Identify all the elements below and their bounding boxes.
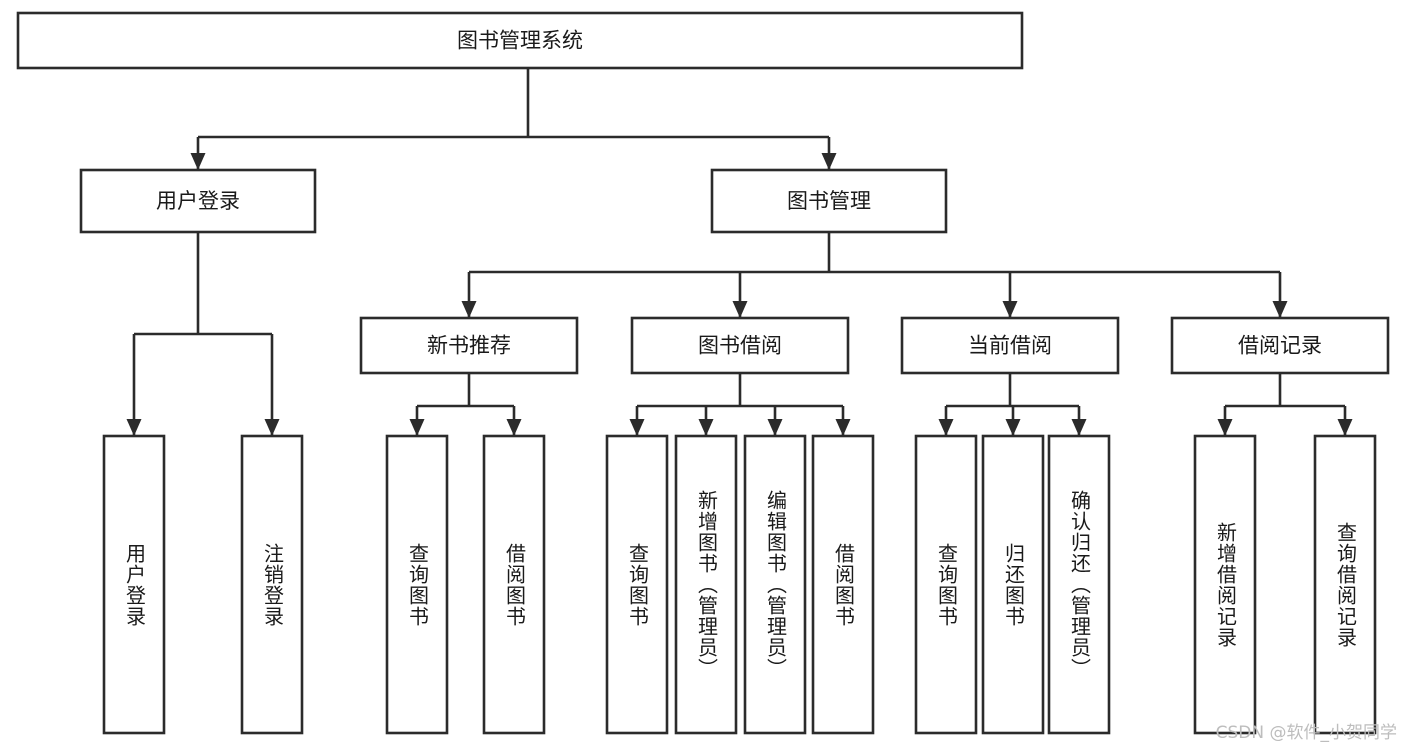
node-root[interactable] xyxy=(16,11,1024,70)
arrow-to-leaf-confirm-return-admin xyxy=(1071,419,1087,436)
arrow-to-borrow-record xyxy=(1272,301,1288,318)
node-leaf-borrow-book-1[interactable] xyxy=(482,434,546,735)
node-label-borrow-record: 借阅记录 xyxy=(1238,334,1322,358)
arrow-to-book-borrow xyxy=(732,301,748,318)
node-borrow-record[interactable] xyxy=(1170,316,1390,375)
node-book-borrow[interactable] xyxy=(630,316,850,375)
node-book-manage[interactable] xyxy=(710,168,948,234)
arrow-to-leaf-borrow-book-1 xyxy=(506,419,522,436)
arrow-to-leaf-user-logout xyxy=(264,419,280,436)
arrow-to-new-book-recommend xyxy=(461,301,477,318)
node-leaf-add-borrow-record[interactable] xyxy=(1193,434,1257,735)
node-label-book-manage: 图书管理 xyxy=(787,189,871,213)
node-label-current-borrow: 当前借阅 xyxy=(968,334,1052,358)
node-leaf-query-borrow-record[interactable] xyxy=(1313,434,1377,735)
arrow-to-leaf-query-book-2 xyxy=(629,419,645,436)
node-leaf-return-book[interactable] xyxy=(981,434,1045,735)
node-leaf-query-book-2[interactable] xyxy=(605,434,669,735)
node-boxes-group xyxy=(16,11,1390,735)
node-leaf-confirm-return-admin[interactable] xyxy=(1047,434,1111,735)
node-user-login[interactable] xyxy=(79,168,317,234)
node-leaf-query-book-3[interactable] xyxy=(914,434,978,735)
arrow-to-leaf-user-login xyxy=(126,419,142,436)
node-leaf-user-logout[interactable] xyxy=(240,434,304,735)
arrow-to-leaf-borrow-book-2 xyxy=(835,419,851,436)
csdn-watermark: CSDN @软件_小贺同学 xyxy=(1215,723,1397,743)
arrow-to-leaf-edit-book-admin xyxy=(767,419,783,436)
node-label-new-book-recommend: 新书推荐 xyxy=(427,334,511,358)
node-label-user-login: 用户登录 xyxy=(156,189,240,213)
node-current-borrow[interactable] xyxy=(900,316,1120,375)
node-leaf-query-book-1[interactable] xyxy=(385,434,449,735)
arrow-to-leaf-query-borrow-record xyxy=(1337,419,1353,436)
connector-lines-group xyxy=(126,68,1353,436)
node-leaf-user-login[interactable] xyxy=(102,434,166,735)
arrow-to-leaf-return-book xyxy=(1005,419,1021,436)
node-leaf-borrow-book-2[interactable] xyxy=(811,434,875,735)
node-label-book-borrow: 图书借阅 xyxy=(698,334,782,358)
node-label-root: 图书管理系统 xyxy=(457,29,583,53)
node-leaf-edit-book-admin[interactable] xyxy=(743,434,807,735)
node-leaf-add-book-admin[interactable] xyxy=(674,434,738,735)
node-new-book-recommend[interactable] xyxy=(359,316,579,375)
arrow-to-book-manage xyxy=(821,153,837,170)
arrow-to-leaf-add-borrow-record xyxy=(1217,419,1233,436)
arrow-to-leaf-query-book-3 xyxy=(938,419,954,436)
arrow-to-user-login xyxy=(190,153,206,170)
arrow-to-leaf-add-book-admin xyxy=(698,419,714,436)
arrow-to-leaf-query-book-1 xyxy=(409,419,425,436)
arrow-to-current-borrow xyxy=(1002,301,1018,318)
